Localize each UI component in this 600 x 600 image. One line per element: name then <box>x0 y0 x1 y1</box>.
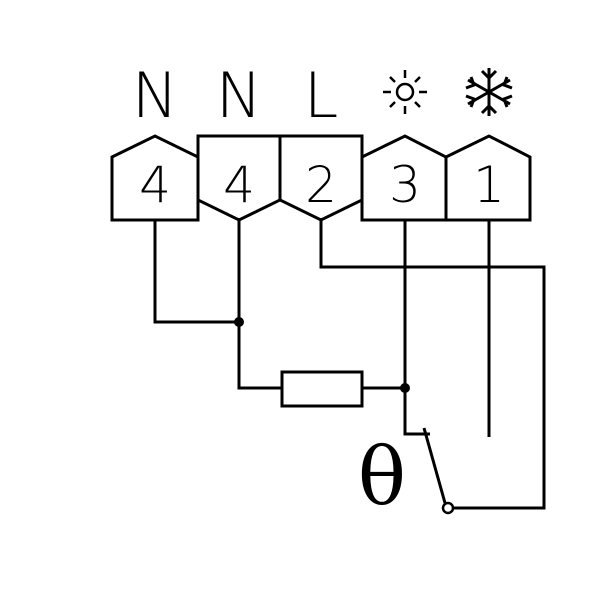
terminal-shape-2 <box>196 134 282 222</box>
switch-blade <box>422 427 447 504</box>
junction-dot-resistor <box>400 383 410 393</box>
terminal-number-1: 4 <box>139 156 171 214</box>
label-live: L <box>304 59 339 132</box>
terminal-shape-3 <box>278 134 364 222</box>
wire-live <box>319 218 546 510</box>
switch-contact <box>441 501 455 515</box>
resistor <box>280 370 364 408</box>
wire-heating <box>403 220 430 436</box>
terminal-number-3: 2 <box>305 156 337 214</box>
wire-neutral-1 <box>153 220 239 324</box>
wire-neutral-2 <box>237 218 282 390</box>
terminal-number-5: 1 <box>473 156 505 214</box>
thermostat-symbol: θ <box>358 430 406 523</box>
label-neutral-2: N <box>216 59 262 132</box>
wires <box>153 218 546 510</box>
junction-dot-neutral <box>234 317 244 327</box>
label-neutral-1: N <box>132 59 178 132</box>
terminal-shape-5 <box>444 134 532 222</box>
terminal-number-2: 4 <box>223 156 255 214</box>
snowflake-icon <box>465 68 513 116</box>
terminal-block: 4 4 2 3 1 <box>110 134 532 222</box>
sun-icon <box>383 70 427 114</box>
terminal-number-4: 3 <box>389 156 421 214</box>
